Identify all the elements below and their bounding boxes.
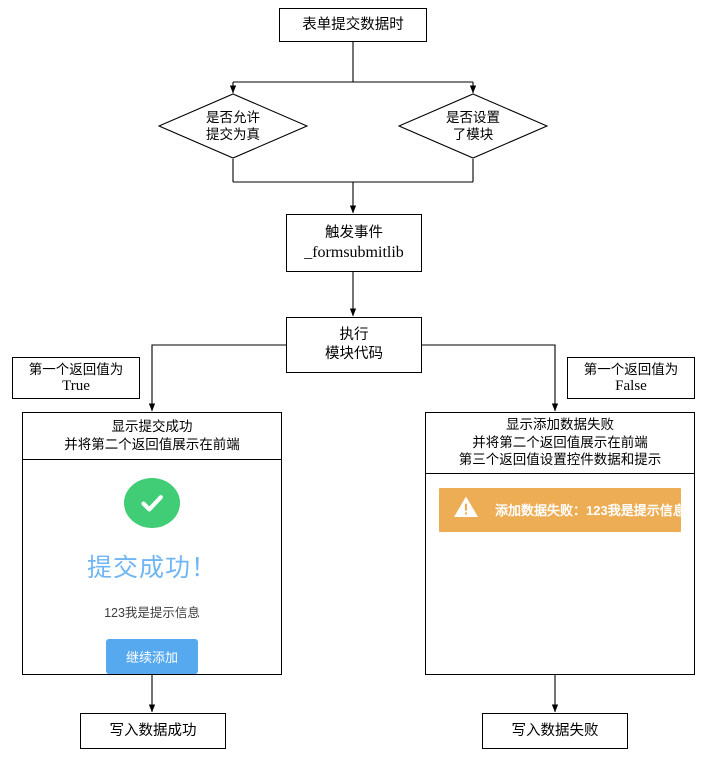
decision-allow-line2: 提交为真	[206, 127, 260, 142]
end-fail-label: 写入数据失败	[511, 722, 599, 739]
success-panel: 显示提交成功 并将第二个返回值展示在前端 提交成功！ 123我是提示信息 继续添…	[22, 412, 282, 675]
decision-module-line2: 了模块	[452, 127, 494, 142]
end-success-label: 写入数据成功	[109, 722, 197, 739]
error-head-line3: 第三个返回值设置控件数据和提示	[458, 452, 662, 467]
label-false-line2: False	[615, 378, 647, 394]
decision-module-line1: 是否设置	[446, 110, 500, 125]
error-head-line2: 并将第二个返回值展示在前端	[472, 434, 648, 450]
label-true-line1: 第一个返回值为	[28, 362, 124, 377]
node-trigger-event[interactable]: 触发事件 _formsubmitlib	[286, 214, 422, 272]
check-mark-glyph	[141, 495, 163, 512]
success-head-line1: 显示提交成功	[111, 419, 193, 434]
exec-module-line1: 执行	[339, 327, 369, 343]
success-head-line2: 并将第二个返回值展示在前端	[64, 436, 240, 452]
node-end-fail[interactable]: 写入数据失败	[482, 713, 628, 749]
node-decision-allow[interactable]: 是否允许 提交为真	[158, 93, 308, 159]
error-panel-header: 显示添加数据失败 并将第二个返回值展示在前端 第三个返回值设置控件数据和提示	[426, 413, 694, 474]
error-alert-text: 添加数据失败：123我是提示信息	[495, 503, 686, 518]
node-label-true[interactable]: 第一个返回值为 True	[12, 357, 140, 399]
error-alert: 添加数据失败：123我是提示信息	[439, 487, 686, 532]
continue-add-button[interactable]: 继续添加	[105, 639, 198, 674]
success-panel-header: 显示提交成功 并将第二个返回值展示在前端	[23, 413, 281, 460]
label-false-line1: 第一个返回值为	[583, 362, 679, 377]
trigger-event-line2: _formsubmitlib	[304, 244, 404, 261]
node-start-label: 表单提交数据时	[302, 16, 404, 33]
node-label-false[interactable]: 第一个返回值为 False	[567, 357, 695, 399]
error-panel-body: 添加数据失败：123我是提示信息	[426, 473, 694, 674]
diamond-shape-module	[398, 93, 548, 159]
error-head-line1: 显示添加数据失败	[506, 417, 614, 432]
diamond-shape-allow	[158, 93, 308, 159]
trigger-event-line1: 触发事件	[325, 225, 383, 241]
check-circle-icon	[124, 478, 180, 528]
node-exec-module[interactable]: 执行 模块代码	[286, 317, 422, 373]
node-decision-module[interactable]: 是否设置 了模块	[398, 93, 548, 159]
warning-triangle-glyph	[454, 496, 478, 517]
decision-allow-line1: 是否允许	[206, 110, 260, 125]
node-start[interactable]: 表单提交数据时	[279, 8, 427, 42]
success-panel-body: 提交成功！ 123我是提示信息 继续添加	[23, 460, 281, 674]
label-true-line2: True	[62, 378, 90, 394]
warning-triangle-icon	[453, 495, 479, 524]
success-title: 提交成功！	[86, 554, 217, 582]
success-message: 123我是提示信息	[104, 606, 200, 620]
exec-module-line2: 模块代码	[325, 346, 383, 362]
node-end-success[interactable]: 写入数据成功	[80, 713, 226, 749]
error-panel: 显示添加数据失败 并将第二个返回值展示在前端 第三个返回值设置控件数据和提示 添…	[425, 412, 695, 675]
